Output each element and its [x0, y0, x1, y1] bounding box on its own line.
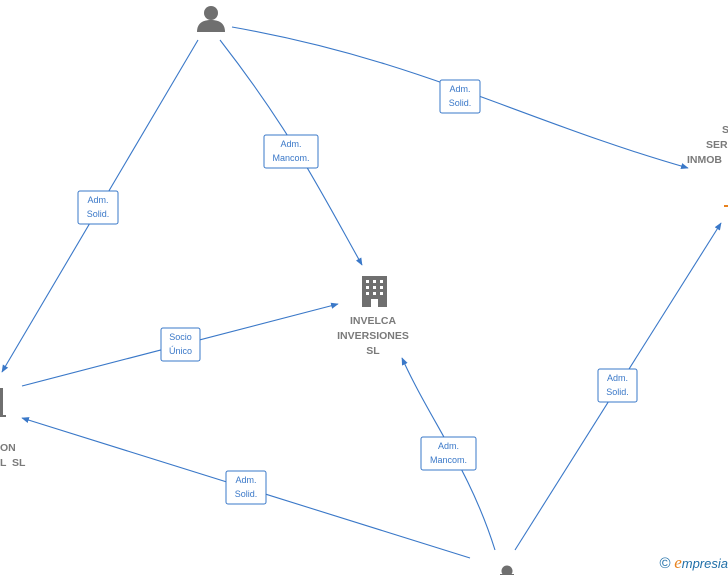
building-icon [0, 388, 6, 417]
edge-label-line: Solid. [449, 98, 472, 108]
edge-label-bottom-to-left[interactable]: Adm. Solid. [225, 470, 267, 505]
edge-label-line: Mancom. [430, 455, 467, 465]
edge-label-line: Socio [169, 332, 192, 342]
node-label: INVELCA [350, 315, 397, 327]
brand-watermark: © empresia [660, 553, 728, 573]
node-label: L SL [0, 457, 26, 469]
person-bottom-node[interactable] [500, 565, 514, 575]
building-icon [362, 276, 387, 307]
edge-label-line: Solid. [87, 209, 110, 219]
edge-label-line: Adm. [235, 475, 256, 485]
edge-label-line: Adm. [87, 195, 108, 205]
edge-label-top-to-left[interactable]: Adm. Solid. [77, 190, 119, 225]
brand-initial: e [674, 553, 682, 572]
edge-label-line: Solid. [606, 387, 629, 397]
node-label: INMOB [687, 154, 722, 166]
edge-label-top-to-right[interactable]: Adm. Solid. [439, 79, 481, 114]
edge-label-line: Único [169, 346, 192, 356]
accent-mark [724, 205, 728, 207]
copyright-symbol: © [659, 555, 671, 572]
edge-label-line: Adm. [438, 441, 459, 451]
person-icon [197, 6, 225, 32]
node-label: S [722, 124, 728, 136]
edge-label-line: Mancom. [272, 153, 309, 163]
brand-name: mpresia [681, 556, 728, 571]
edge-label-line: Adm. [449, 84, 470, 94]
edge-label-bottom-to-invelca[interactable]: Adm. Mancom. [420, 436, 477, 471]
node-label: INVERSIONES [337, 330, 409, 342]
left-company-node[interactable]: ON L SL [0, 388, 26, 469]
node-label: ON [0, 442, 16, 454]
invelca-node[interactable]: INVELCA INVERSIONES SL [337, 276, 409, 357]
edges [1, 26, 722, 559]
edge-label-line: Solid. [235, 489, 258, 499]
edge-label-left-to-invelca[interactable]: Socio Único [160, 327, 201, 362]
edge-label-line: Adm. [280, 139, 301, 149]
node-label: SL [366, 345, 380, 357]
right-company-node[interactable]: S SER INMOB [687, 124, 728, 207]
node-label: SER [706, 139, 728, 151]
person-icon [500, 565, 514, 575]
edge-label-line: Adm. [607, 373, 628, 383]
edge-label-top-to-invelca[interactable]: Adm. Mancom. [263, 134, 319, 169]
person-top-node[interactable] [197, 6, 225, 32]
edge-label-bottom-to-right[interactable]: Adm. Solid. [597, 368, 638, 403]
